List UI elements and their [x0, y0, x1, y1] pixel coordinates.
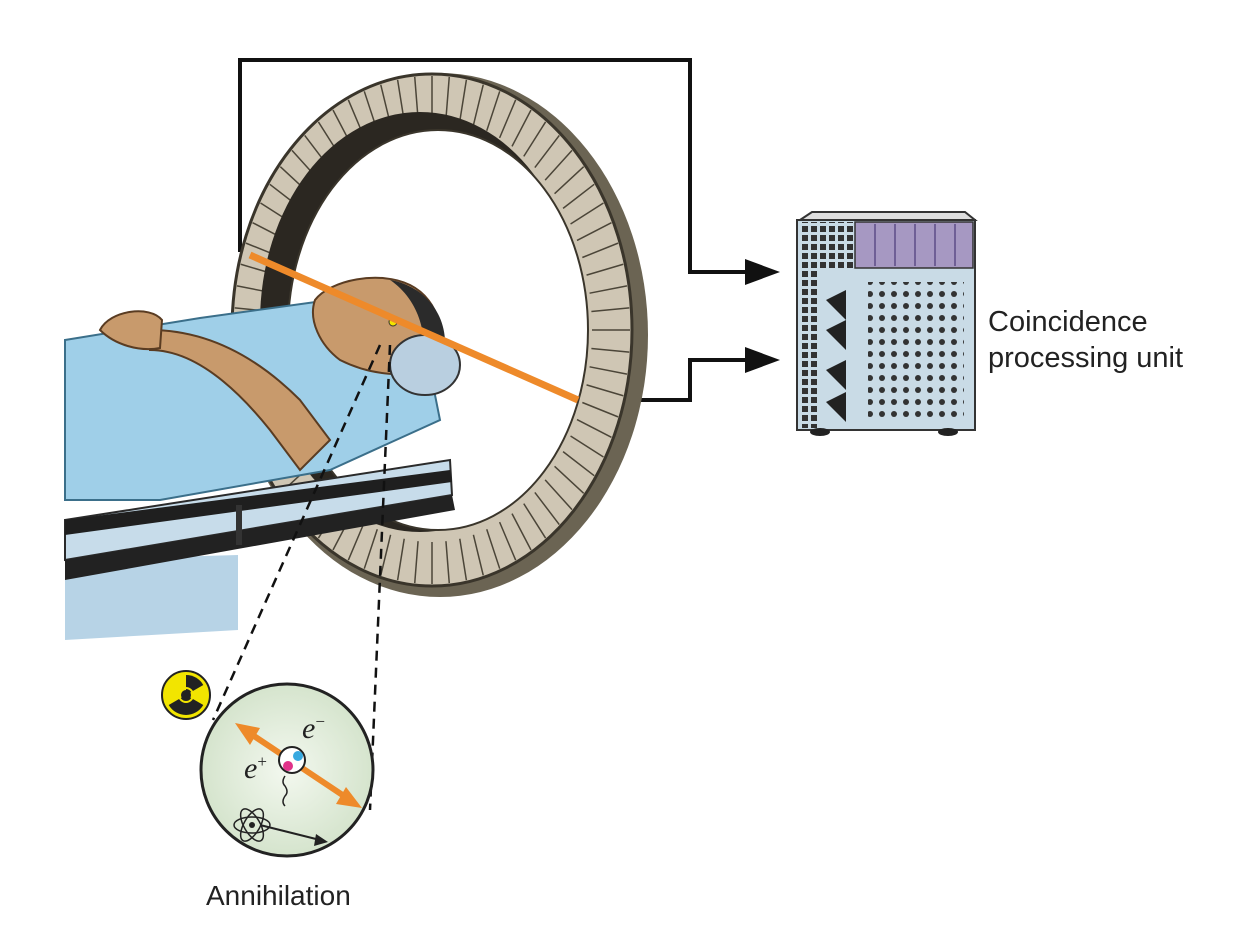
atom-icon	[233, 808, 271, 842]
detector-crystal	[589, 285, 628, 294]
table-front-edge	[65, 495, 455, 580]
detector-crystal	[396, 538, 405, 581]
detector-crystal	[534, 491, 560, 526]
photon-arrowhead-right	[336, 787, 362, 808]
annihilation-inset	[199, 682, 375, 858]
detector-crystal	[347, 521, 366, 561]
annihilation-label: Annihilation	[206, 880, 351, 911]
detector-crystal	[511, 513, 532, 551]
detector-crystal	[534, 134, 560, 169]
detector-crystal	[472, 534, 484, 576]
detector-crystal	[498, 99, 517, 139]
unit-top	[796, 211, 978, 221]
detector-crystal	[570, 435, 604, 458]
electron-label: e−	[302, 712, 325, 745]
processing-unit-label-line1: Coincidence	[988, 306, 1148, 338]
detector-crystal	[570, 202, 604, 225]
detector-crystal	[586, 263, 624, 276]
detector-crystal	[589, 366, 628, 375]
patient-arm	[149, 328, 332, 472]
patient	[64, 276, 461, 501]
detector-crystal	[511, 109, 532, 147]
detector-crystal	[413, 76, 419, 119]
detector-crystal	[544, 479, 573, 511]
detector-crystal	[582, 242, 619, 259]
positron-charge: +	[257, 752, 267, 771]
zoom-line-right	[368, 344, 392, 811]
top-arrowhead	[745, 259, 780, 285]
detector-crystal	[586, 384, 624, 397]
electron-dot	[293, 751, 303, 761]
detector-crystal	[459, 79, 468, 122]
unit-front-triangles	[826, 290, 846, 422]
neutrino-arrow	[259, 824, 321, 841]
photon-arrowhead-left	[235, 723, 260, 745]
detector-crystal	[576, 221, 612, 242]
detector-crystal	[498, 521, 517, 561]
patient-hand	[98, 310, 164, 351]
detector-crystal	[562, 451, 595, 477]
detector-crystal	[486, 91, 501, 132]
detector-crystal	[413, 541, 419, 584]
processing-unit-label-line2: processing unit	[988, 342, 1184, 374]
unit-vent-panel	[868, 282, 964, 422]
detector-crystal	[523, 503, 547, 539]
zoom-lines	[211, 344, 392, 811]
detector-crystal	[582, 401, 619, 418]
neutrino-arrowhead	[314, 834, 328, 846]
radiation-icon	[161, 670, 211, 720]
detector-crystal	[591, 307, 630, 313]
detector-crystal	[591, 347, 630, 353]
unit-slot-column	[799, 268, 819, 428]
electron-charge: −	[315, 712, 325, 731]
unit-foot-right	[938, 428, 958, 436]
processing-unit-label: Coincidence processing unit	[988, 304, 1183, 376]
unit-foot-left	[810, 428, 830, 436]
zoom-line-left	[211, 344, 382, 721]
detector-crystal	[363, 528, 378, 569]
detector-crystal	[459, 538, 468, 581]
bottom-arrowhead	[745, 347, 780, 373]
detector-crystal	[554, 166, 585, 195]
gamma-ray-line	[248, 251, 580, 404]
annihilation-center	[278, 746, 306, 774]
detector-crystal	[544, 149, 573, 181]
table-joint	[236, 505, 242, 545]
table-base	[65, 555, 238, 640]
detector-crystal	[445, 76, 451, 119]
detector-crystal	[486, 528, 501, 569]
positron-wavy-path	[282, 775, 288, 807]
detector-crystal	[576, 418, 612, 439]
detector-crystal	[380, 534, 392, 576]
detector-crystal	[562, 183, 595, 209]
table-stripe	[65, 470, 452, 535]
detector-crystal	[472, 84, 484, 126]
detector-crystal	[523, 121, 547, 157]
positron-dot	[283, 761, 293, 771]
processing-unit	[796, 211, 978, 436]
detector-crystal	[445, 541, 451, 584]
unit-top-ribs	[874, 224, 956, 266]
patient-table	[64, 458, 455, 640]
detector-crystal	[554, 465, 585, 494]
unit-slot-grid-top	[799, 222, 853, 268]
positron-label: e+	[244, 752, 267, 785]
